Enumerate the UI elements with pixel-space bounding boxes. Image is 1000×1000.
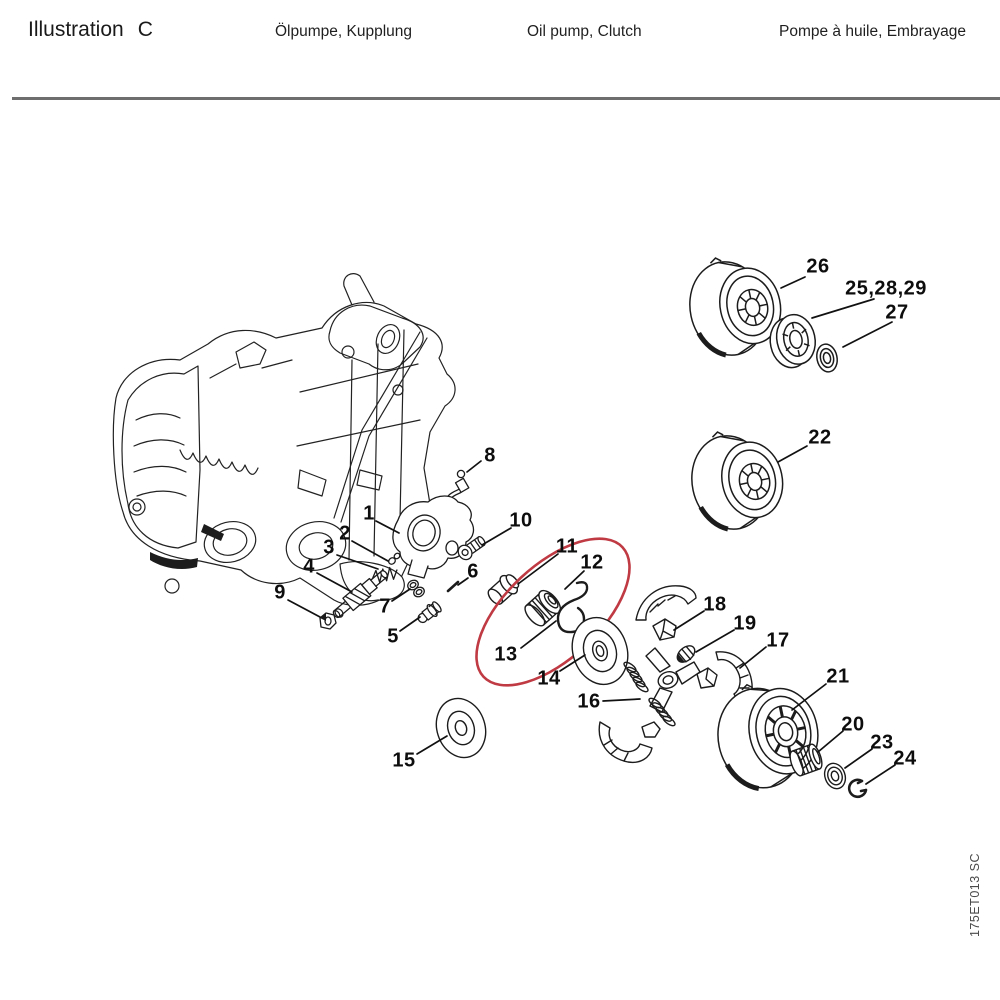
part-label-8: 8 — [484, 444, 496, 467]
header-rule — [12, 97, 1000, 100]
washer-before-nut-9 — [334, 608, 344, 618]
clutch-group — [598, 585, 753, 764]
part-label-20: 20 — [841, 713, 865, 736]
part-label-13: 13 — [494, 643, 518, 666]
leader-p16 — [602, 698, 641, 702]
part-label-22: 22 — [808, 426, 832, 449]
leader-p5 — [399, 616, 421, 632]
leader-p2 — [351, 540, 389, 562]
sealing-ring-8 — [456, 469, 466, 479]
rim-sprocket-25-28-29 — [769, 313, 816, 369]
o-rings-7 — [407, 579, 425, 598]
clutch-drum-26 — [689, 257, 782, 358]
nut-9 — [319, 612, 337, 630]
clutch-hub-16 — [645, 647, 701, 713]
needle-bearing-20 — [789, 743, 823, 777]
subtitle-german: Ölpumpe, Kupplung — [275, 23, 413, 40]
clutch-shoe-top — [635, 585, 697, 621]
lining-block-small — [641, 721, 661, 738]
banjo-fitting — [454, 477, 470, 493]
ribbed-hub-13 — [524, 589, 562, 627]
pump-drive-group — [487, 574, 589, 634]
leader-p18 — [673, 610, 705, 631]
part-label-18: 18 — [703, 593, 727, 616]
part-label-15: 15 — [392, 749, 416, 772]
washer-14 — [571, 616, 629, 686]
leader-p3 — [336, 554, 379, 570]
leader-p8 — [466, 460, 482, 473]
oil-pump-group — [319, 469, 486, 630]
e-clip-24 — [847, 778, 868, 799]
leader-p17 — [739, 646, 767, 669]
leader-p12 — [564, 570, 585, 590]
drawing-code: 175ET013 SC — [968, 852, 982, 938]
clutch-drum-21 — [717, 683, 819, 792]
part-label-12: 12 — [580, 551, 604, 574]
part-label-6: 6 — [467, 560, 479, 583]
part-label-4: 4 — [303, 555, 315, 578]
leader-p15 — [416, 735, 448, 755]
part-label-24: 24 — [893, 747, 917, 770]
part-label-23: 23 — [870, 731, 894, 754]
part-label-26: 26 — [806, 255, 830, 278]
part-label-25-28-29: 25,28,29 — [845, 277, 927, 300]
leader-p1 — [375, 520, 400, 534]
part-label-7: 7 — [379, 595, 391, 618]
leader-p10 — [481, 527, 512, 546]
part-label-11: 11 — [555, 535, 579, 558]
leader-p22 — [777, 445, 808, 463]
leader-p9 — [287, 599, 321, 618]
washer-27 — [816, 343, 838, 373]
part-label-14: 14 — [537, 667, 561, 690]
page-title-text: Illustration — [28, 18, 124, 41]
leader-p26 — [780, 276, 806, 289]
lining-block-18a — [652, 618, 677, 641]
leader-p13 — [520, 620, 557, 649]
leader-p25-28-29 — [811, 298, 875, 319]
leader-p27 — [842, 321, 893, 348]
part-label-10: 10 — [509, 509, 533, 532]
screw-10 — [457, 535, 486, 561]
part-label-21: 21 — [826, 665, 850, 688]
part-label-27: 27 — [885, 301, 909, 324]
pin-6 — [446, 580, 460, 593]
leader-p4 — [316, 572, 353, 593]
part-label-1: 1 — [363, 502, 375, 525]
rings-2 — [388, 552, 401, 565]
subtitle-french: Pompe à huile, Embrayage — [779, 23, 966, 40]
part-label-3: 3 — [323, 536, 335, 559]
leader-p24 — [865, 764, 896, 785]
clutch-spring-b — [648, 697, 676, 727]
drive-sleeve-11 — [487, 574, 520, 605]
leader-p6 — [457, 577, 469, 586]
valve-5 — [417, 601, 442, 624]
part-label-17: 17 — [766, 629, 790, 652]
leader-p23 — [844, 748, 873, 769]
part-label-9: 9 — [274, 581, 286, 604]
clip-spring-12 — [556, 581, 589, 634]
clutch-drum-22 — [691, 431, 784, 532]
part-label-16: 16 — [577, 690, 601, 713]
part-label-2: 2 — [339, 522, 351, 545]
part-label-5: 5 — [387, 625, 399, 648]
clutch-spring-a — [623, 661, 649, 693]
leader-p20 — [817, 730, 844, 753]
leader-p19 — [695, 629, 735, 653]
nut-19 — [676, 645, 696, 663]
washer-15 — [435, 697, 487, 759]
illustration-index: C — [137, 18, 153, 41]
leader-p21 — [791, 683, 827, 711]
subtitle-english: Oil pump, Clutch — [527, 23, 642, 40]
leader-p11 — [517, 553, 559, 585]
leader-p14 — [559, 654, 586, 672]
leader-p7 — [391, 588, 411, 602]
callout-lines — [287, 276, 896, 785]
page-title: Illustration C — [28, 18, 153, 42]
washer-23 — [823, 762, 847, 790]
part-label-19: 19 — [733, 612, 757, 635]
lining-block-18b — [696, 667, 718, 689]
